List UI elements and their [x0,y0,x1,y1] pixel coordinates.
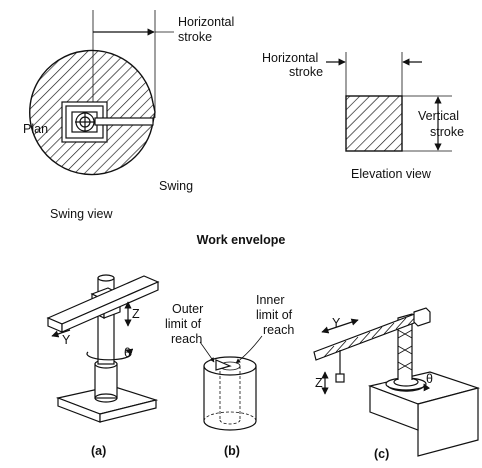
b-outer-label-1: Outer [172,302,203,316]
plan-label: Plan [23,122,48,136]
c-theta-label: θ [426,372,433,386]
swing-view-label: Swing view [50,207,113,221]
figure-c: Y Z θ (c) [313,307,481,461]
c-load [335,373,345,383]
c-y-label: Y [332,316,341,330]
elev-h-stroke-label-2: stroke [289,65,323,79]
work-envelope-heading: Work envelope [197,233,286,247]
elevation-view: Horizontal stroke Vertical stroke Elevat… [262,51,464,181]
b-caption: (b) [224,444,240,458]
v-stroke-label-1: Vertical [418,109,459,123]
a-y-label: Y [62,333,71,347]
a-theta-label: θ [124,346,131,360]
v-stroke-label-2: stroke [430,125,464,139]
b-outer-cylinder [203,366,257,431]
swing-view: Horizontal stroke Plan Swing Swing view [23,10,234,221]
elevation-view-label: Elevation view [351,167,432,181]
a-z-label: Z [132,307,140,321]
elevation-area [345,95,403,152]
c-z-label: Z [315,376,323,390]
h-stroke-label-1: Horizontal [178,15,234,29]
figure-a: Z Y θ (a) [46,274,160,458]
b-outer-label-2: limit of [165,317,202,331]
b-outer-label-3: reach [171,332,202,346]
h-stroke-label-2: stroke [178,30,212,44]
b-inner-label-3: reach [263,323,294,337]
a-caption: (a) [91,444,106,458]
swing-label: Swing [159,179,193,193]
c-caption: (c) [374,447,389,461]
figure-b: Outer limit of reach Inner limit of reac… [165,293,294,458]
b-inner-label-2: limit of [256,308,293,322]
b-inner-label-1: Inner [256,293,285,307]
elev-h-stroke-label-1: Horizontal [262,51,318,65]
c-tower [397,313,413,380]
